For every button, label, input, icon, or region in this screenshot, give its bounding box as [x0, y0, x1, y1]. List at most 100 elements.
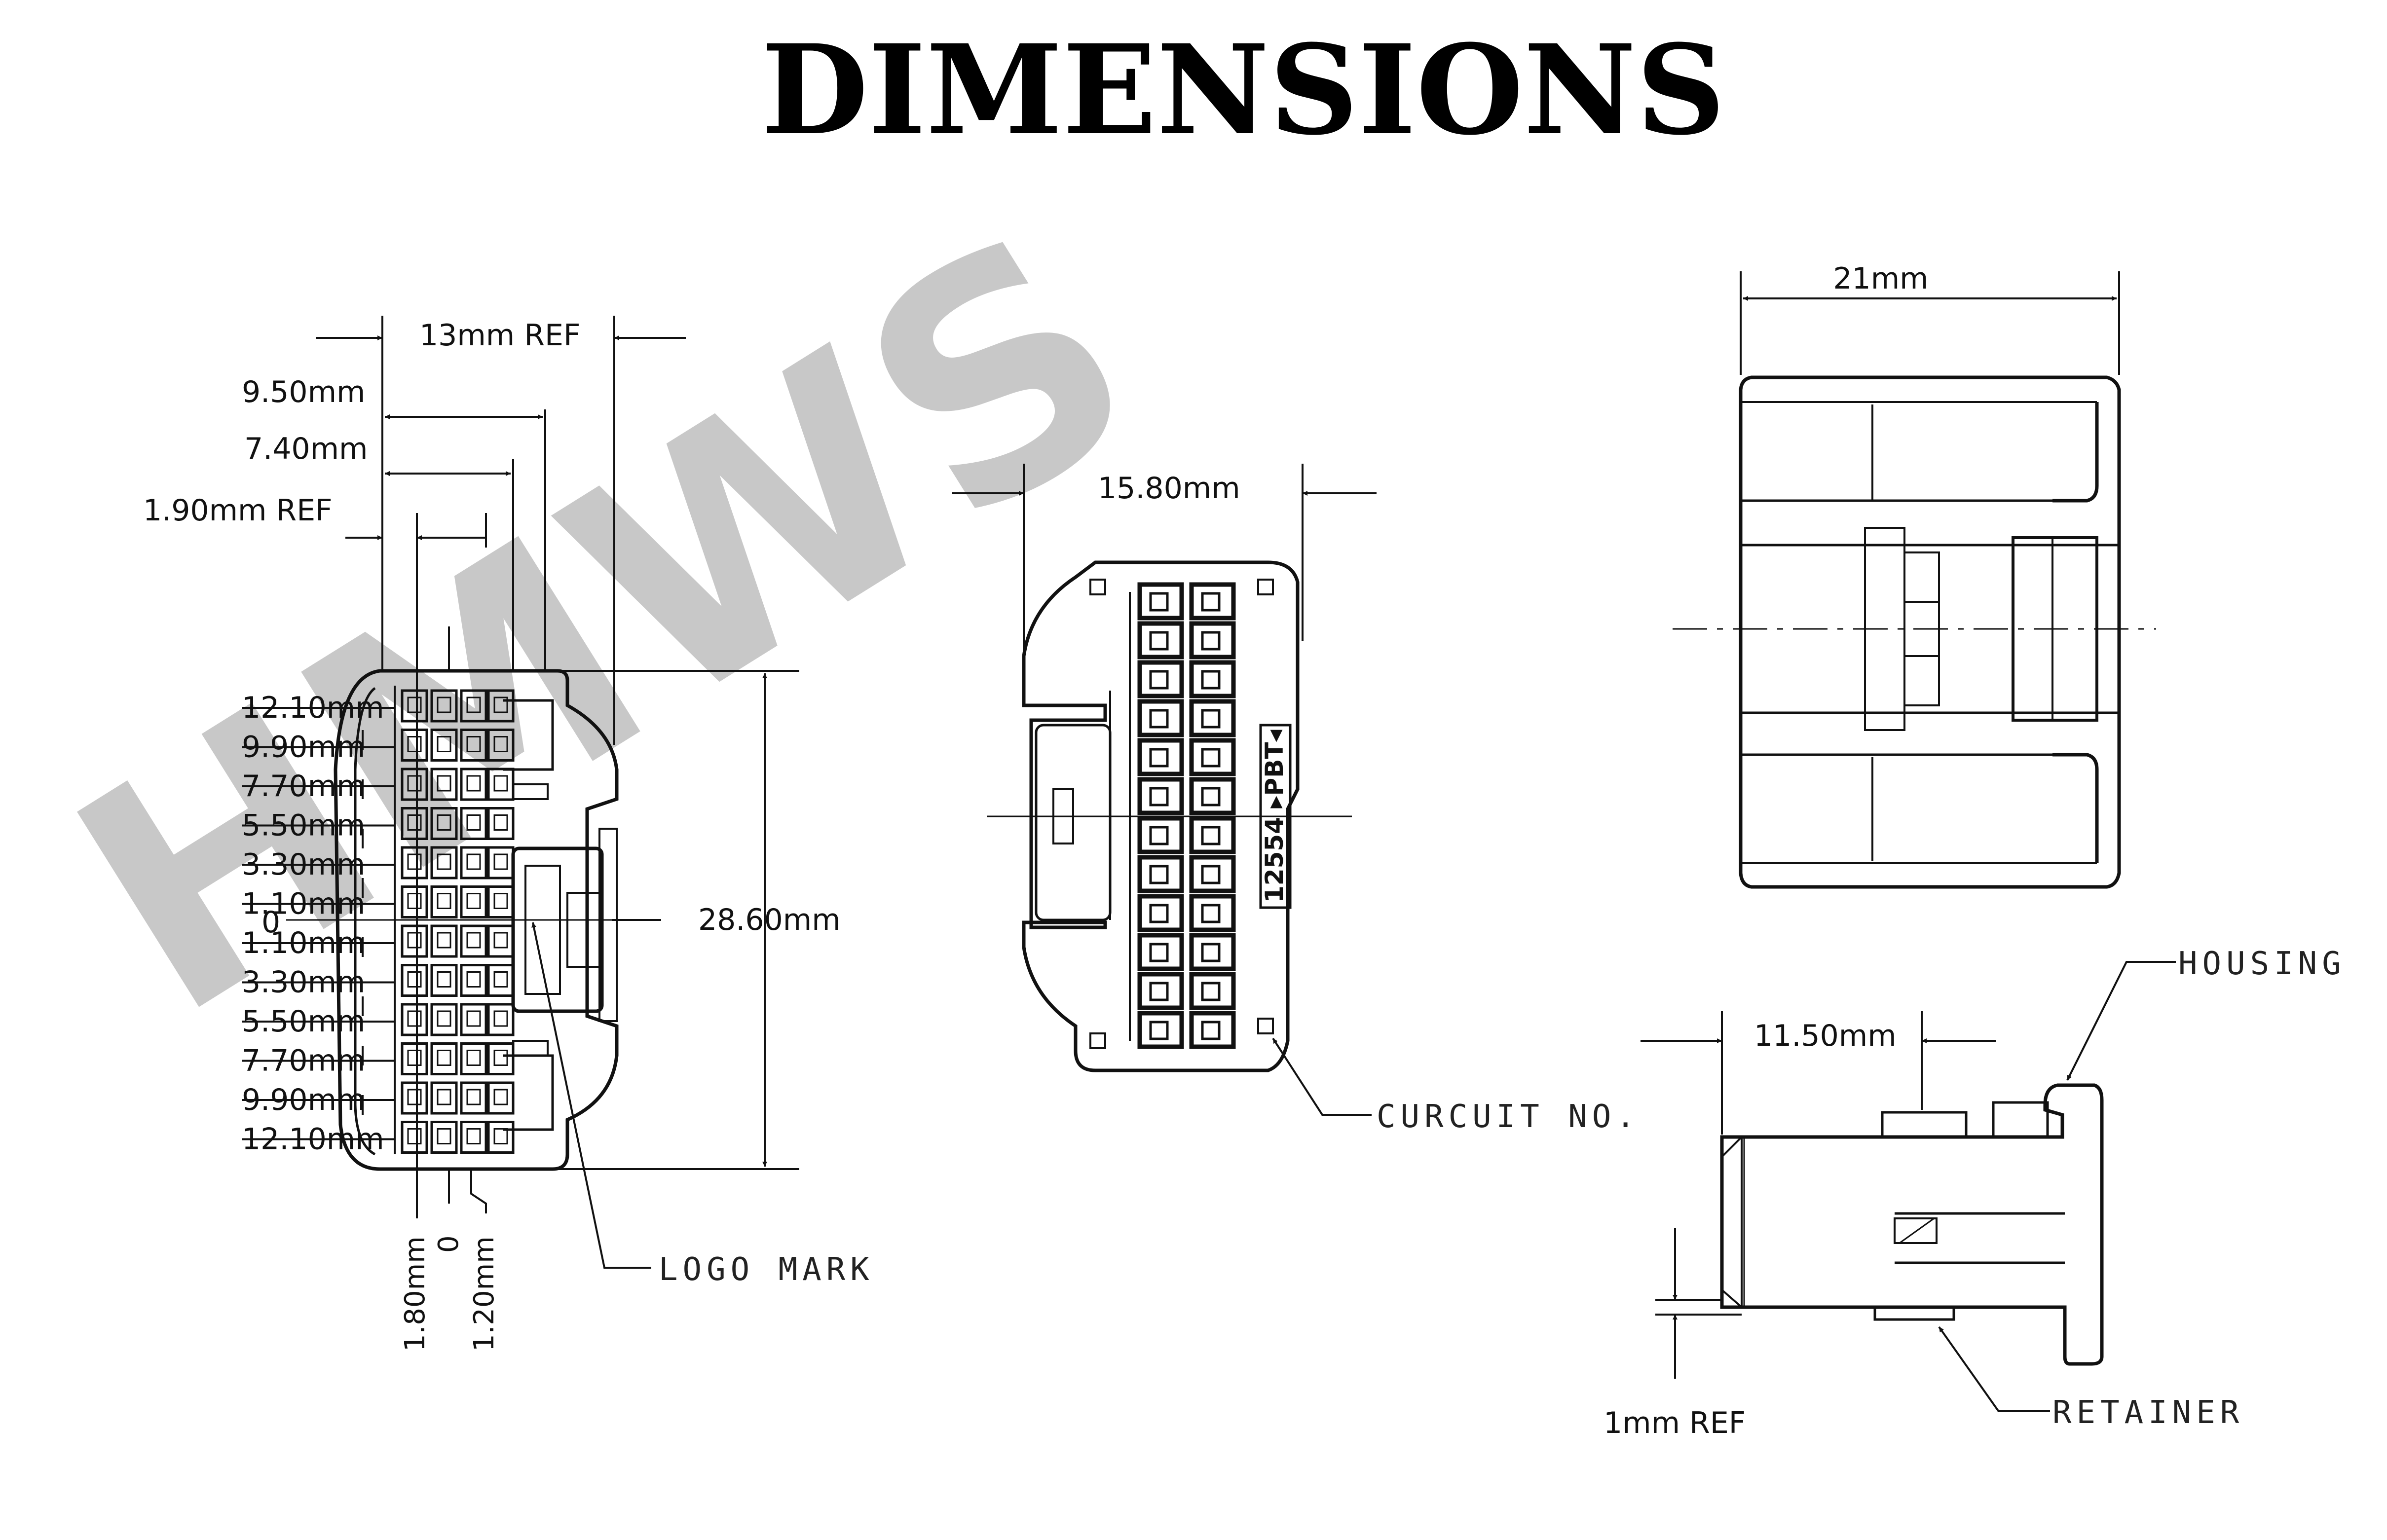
terminal-cell: [430, 846, 458, 880]
terminal-cavity: [437, 1050, 451, 1066]
terminal-cavity: [493, 697, 508, 713]
front-dimension-lines: [286, 316, 799, 1269]
terminal-cavity: [407, 736, 422, 752]
mating-cell: [1137, 777, 1184, 815]
terminal-cavity: [493, 775, 508, 792]
terminal-cavity: [437, 1128, 451, 1144]
mating-cavity: [1149, 1021, 1169, 1040]
front-terminal-cells: [401, 689, 515, 1154]
mating-cell: [1189, 972, 1236, 1010]
mating-cell: [1189, 582, 1236, 621]
row-label: 5.50mm: [242, 808, 366, 843]
mating-cell: [1137, 816, 1184, 854]
terminal-cell: [487, 807, 515, 840]
mating-cavity: [1201, 1021, 1221, 1040]
row-label: 9.90mm: [242, 730, 366, 765]
terminal-cavity: [466, 893, 481, 909]
terminal-cavity: [466, 1128, 481, 1144]
terminal-cell: [401, 1042, 428, 1075]
row-label: 1.10mm: [242, 926, 366, 960]
top-housing-outline: [1739, 375, 2121, 889]
mating-cavity: [1201, 865, 1221, 884]
terminal-cell: [460, 768, 487, 801]
terminal-cell: [401, 885, 428, 918]
terminal-cell: [401, 964, 428, 997]
terminal-cavity: [466, 853, 481, 870]
row-label: 1.10mm: [242, 887, 366, 921]
circuit-no-callout: CURCUIT NO.: [1377, 1099, 1640, 1135]
dim-1-90-ref: 1.90mm REF: [143, 493, 333, 528]
dim-1mm-ref: 1mm REF: [1604, 1406, 1746, 1440]
terminal-cell: [430, 1003, 458, 1036]
terminal-cell: [430, 964, 458, 997]
mating-cavity: [1149, 982, 1169, 1001]
terminal-cavity: [493, 1010, 508, 1027]
mating-cell: [1137, 699, 1184, 737]
terminal-cavity: [407, 697, 422, 713]
mating-cell: [1137, 738, 1184, 776]
row-label-leaders: [242, 707, 395, 1140]
mating-cell: [1137, 1011, 1184, 1049]
mating-cavity: [1201, 631, 1221, 651]
terminal-cavity: [493, 853, 508, 870]
terminal-cell: [460, 729, 487, 762]
terminal-cell: [460, 1081, 487, 1115]
terminal-cavity: [437, 1010, 451, 1027]
bottom-label-1-20: 1.20mm: [468, 1236, 500, 1352]
mating-cavity: [1149, 631, 1169, 651]
terminal-cavity: [466, 932, 481, 949]
terminal-cell: [460, 885, 487, 918]
terminal-cavity: [407, 1050, 422, 1066]
bottom-label-0: 0: [433, 1235, 465, 1253]
terminal-cavity: [407, 1128, 422, 1144]
terminal-cavity: [466, 1089, 481, 1105]
mating-cavity: [1149, 826, 1169, 845]
dim-15-80: 15.80mm: [1098, 471, 1240, 506]
mating-cell: [1189, 699, 1236, 737]
terminal-cell: [460, 1003, 487, 1036]
terminal-cell: [487, 1003, 515, 1036]
front-view: [334, 669, 619, 1171]
mating-cell: [1189, 855, 1236, 893]
dim-11-50: 11.50mm: [1754, 1019, 1897, 1053]
terminal-cell: [487, 1042, 515, 1075]
terminal-cavity: [437, 814, 451, 831]
terminal-cell: [487, 689, 515, 723]
terminal-cell: [487, 768, 515, 801]
mating-cell: [1137, 582, 1184, 621]
terminal-cavity: [437, 971, 451, 988]
terminal-cell: [430, 885, 458, 918]
terminal-cavity: [437, 1089, 451, 1105]
terminal-cell: [487, 964, 515, 997]
mating-cell: [1137, 660, 1184, 698]
mating-cavity: [1201, 709, 1221, 729]
dim-9-50: 9.50mm: [242, 375, 366, 409]
terminal-cavity: [493, 814, 508, 831]
mating-cavity: [1201, 904, 1221, 923]
terminal-cell: [460, 924, 487, 958]
mating-cavity: [1149, 787, 1169, 807]
side-dimension-lines: [1641, 961, 2176, 1412]
terminal-cell: [430, 1121, 458, 1154]
terminal-cavity: [493, 1050, 508, 1066]
side-housing-outline: [1720, 1083, 2104, 1366]
terminal-cavity: [407, 893, 422, 909]
row-label: 5.50mm: [242, 1004, 366, 1039]
terminal-cavity: [407, 1010, 422, 1027]
terminal-cell: [430, 924, 458, 958]
terminal-cell: [401, 846, 428, 880]
row-label: 3.30mm: [242, 847, 366, 882]
terminal-cell: [460, 964, 487, 997]
terminal-cell: [401, 924, 428, 958]
terminal-cavity: [407, 814, 422, 831]
terminal-cavity: [466, 736, 481, 752]
terminal-cell: [487, 729, 515, 762]
terminal-cavity: [437, 736, 451, 752]
mating-cell: [1189, 738, 1236, 776]
mating-cavity: [1149, 865, 1169, 884]
mating-cavity: [1201, 748, 1221, 768]
terminal-cell: [430, 729, 458, 762]
terminal-cell: [401, 729, 428, 762]
mating-cavity: [1201, 670, 1221, 690]
terminal-cavity: [493, 893, 508, 909]
